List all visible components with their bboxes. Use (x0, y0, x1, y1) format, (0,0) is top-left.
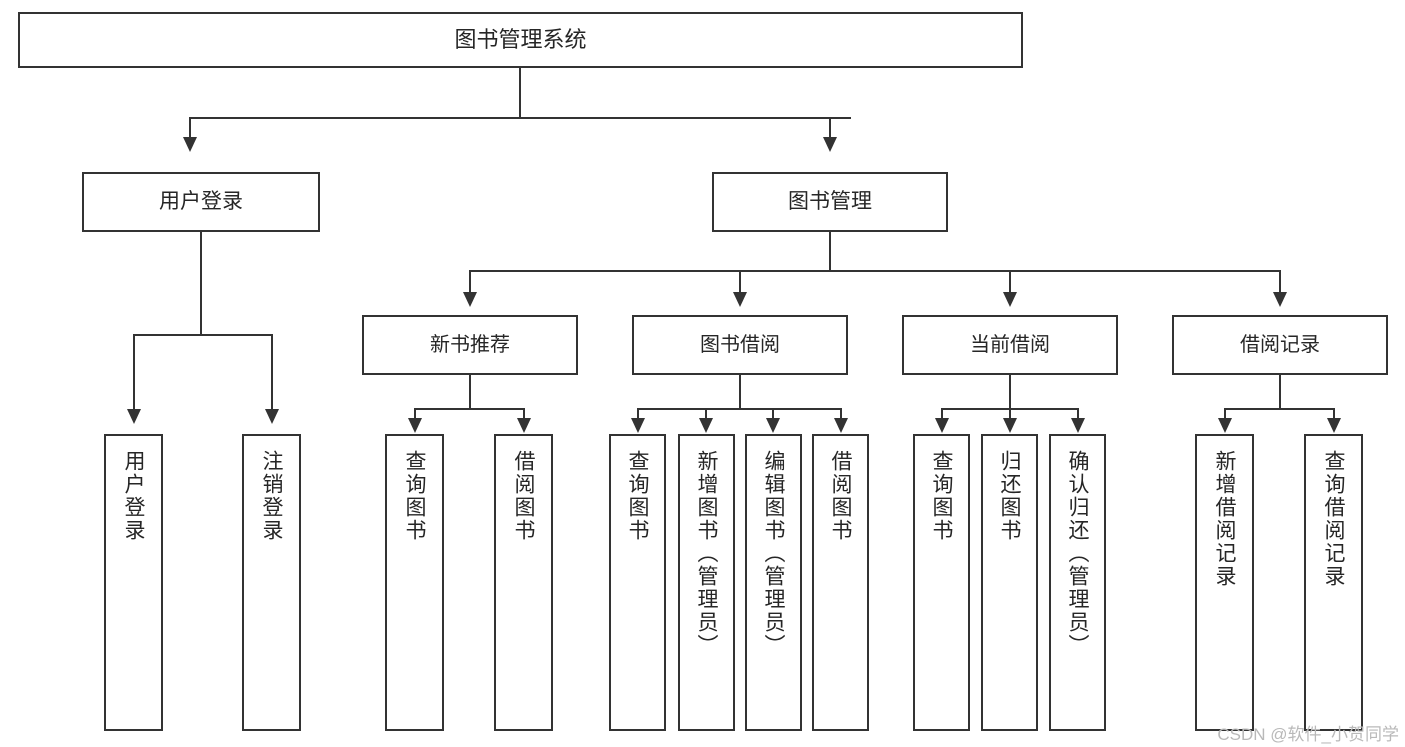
arrowhead-book-borrow-l1 (631, 418, 645, 433)
connector-book-borrow-l3 (772, 408, 774, 420)
connector-book-mgmt-c2 (739, 270, 741, 294)
leaf-label: 用户登录 (122, 450, 145, 542)
connector-book-borrow-stem (739, 375, 741, 409)
arrowhead-book-mgmt-c3 (1003, 292, 1017, 307)
arrowhead-root-to-book-mgmt (823, 137, 837, 152)
arrowhead-current-borrow-l3 (1071, 418, 1085, 433)
leaf-label: 查询借阅记录 (1322, 450, 1345, 588)
arrowhead-new-book-l2 (517, 418, 531, 433)
leaf-label: 新增图书（管理员） (695, 450, 718, 657)
leaf-current-borrow-3[interactable]: 确认归还（管理员） (1049, 434, 1106, 731)
connector-new-book-l1 (414, 408, 416, 420)
connector-root-to-book-mgmt (829, 117, 831, 139)
leaf-label: 注销登录 (260, 450, 283, 542)
connector-borrow-record-stem (1279, 375, 1281, 409)
node-label: 图书管理 (788, 189, 872, 213)
node-new-book-recommend[interactable]: 新书推荐 (362, 315, 578, 375)
connector-book-borrow-l4 (840, 408, 842, 420)
arrowhead-book-mgmt-c2 (733, 292, 747, 307)
connector-current-borrow-l1 (941, 408, 943, 420)
connector-book-borrow-l1 (637, 408, 639, 420)
node-borrow-record[interactable]: 借阅记录 (1172, 315, 1388, 375)
node-label: 当前借阅 (970, 333, 1050, 356)
node-label: 用户登录 (159, 189, 243, 213)
node-current-borrow[interactable]: 当前借阅 (902, 315, 1118, 375)
leaf-borrow-record-1[interactable]: 新增借阅记录 (1195, 434, 1254, 731)
leaf-new-book-2[interactable]: 借阅图书 (494, 434, 553, 731)
connector-book-mgmt-c4 (1279, 270, 1281, 294)
connector-root-bar (189, 117, 851, 119)
connector-user-login-stem (200, 232, 202, 335)
connector-borrow-record-l2 (1333, 408, 1335, 420)
leaf-label: 借阅图书 (829, 450, 852, 542)
connector-user-login-right (271, 334, 273, 411)
leaf-label: 新增借阅记录 (1213, 450, 1236, 588)
connector-book-mgmt-c3 (1009, 270, 1011, 294)
leaf-label: 编辑图书（管理员） (762, 450, 785, 657)
arrowhead-current-borrow-l1 (935, 418, 949, 433)
leaf-current-borrow-2[interactable]: 归还图书 (981, 434, 1038, 731)
arrowhead-book-borrow-l4 (834, 418, 848, 433)
leaf-user-login-2[interactable]: 注销登录 (242, 434, 301, 731)
leaf-label: 确认归还（管理员） (1066, 450, 1089, 657)
connector-new-book-l2 (523, 408, 525, 420)
node-label: 借阅记录 (1240, 333, 1320, 356)
arrowhead-user-login-leaf-1 (127, 409, 141, 424)
leaf-label: 归还图书 (998, 450, 1021, 542)
connector-new-book-bar (414, 408, 524, 410)
connector-book-mgmt-bar (469, 270, 1280, 272)
arrowhead-user-login-leaf-2 (265, 409, 279, 424)
connector-user-login-left (133, 334, 135, 411)
connector-current-borrow-stem (1009, 375, 1011, 409)
arrowhead-current-borrow-l2 (1003, 418, 1017, 433)
node-book-management[interactable]: 图书管理 (712, 172, 948, 232)
connector-root-to-user-login (189, 117, 191, 139)
leaf-label: 借阅图书 (512, 450, 535, 542)
connector-user-login-bar (133, 334, 272, 336)
leaf-book-borrow-4[interactable]: 借阅图书 (812, 434, 869, 731)
arrowhead-book-borrow-l2 (699, 418, 713, 433)
csdn-watermark: CSDN @软件_小贺同学 (1217, 725, 1399, 744)
leaf-user-login-1[interactable]: 用户登录 (104, 434, 163, 731)
connector-book-borrow-bar (637, 408, 842, 410)
leaf-new-book-1[interactable]: 查询图书 (385, 434, 444, 731)
connector-book-mgmt-c1 (469, 270, 471, 294)
arrowhead-book-borrow-l3 (766, 418, 780, 433)
leaf-current-borrow-1[interactable]: 查询图书 (913, 434, 970, 731)
connector-new-book-stem (469, 375, 471, 409)
arrowhead-borrow-record-l2 (1327, 418, 1341, 433)
leaf-borrow-record-2[interactable]: 查询借阅记录 (1304, 434, 1363, 731)
leaf-book-borrow-1[interactable]: 查询图书 (609, 434, 666, 731)
leaf-label: 查询图书 (930, 450, 953, 542)
connector-root-stem (519, 68, 521, 118)
arrowhead-book-mgmt-c1 (463, 292, 477, 307)
leaf-book-borrow-3[interactable]: 编辑图书（管理员） (745, 434, 802, 731)
connector-book-mgmt-stem (829, 232, 831, 271)
leaf-label: 查询图书 (626, 450, 649, 542)
node-label: 新书推荐 (430, 333, 510, 356)
connector-book-borrow-l2 (705, 408, 707, 420)
node-book-borrow[interactable]: 图书借阅 (632, 315, 848, 375)
node-root-system[interactable]: 图书管理系统 (18, 12, 1023, 68)
leaf-book-borrow-2[interactable]: 新增图书（管理员） (678, 434, 735, 731)
connector-current-borrow-l3 (1077, 408, 1079, 420)
arrowhead-root-to-user-login (183, 137, 197, 152)
node-label: 图书借阅 (700, 333, 780, 356)
connector-borrow-record-l1 (1224, 408, 1226, 420)
arrowhead-borrow-record-l1 (1218, 418, 1232, 433)
node-user-login[interactable]: 用户登录 (82, 172, 320, 232)
arrowhead-new-book-l1 (408, 418, 422, 433)
connector-current-borrow-l2 (1009, 408, 1011, 420)
connector-borrow-record-bar (1224, 408, 1334, 410)
node-label: 图书管理系统 (454, 27, 587, 53)
arrowhead-book-mgmt-c4 (1273, 292, 1287, 307)
leaf-label: 查询图书 (403, 450, 426, 542)
